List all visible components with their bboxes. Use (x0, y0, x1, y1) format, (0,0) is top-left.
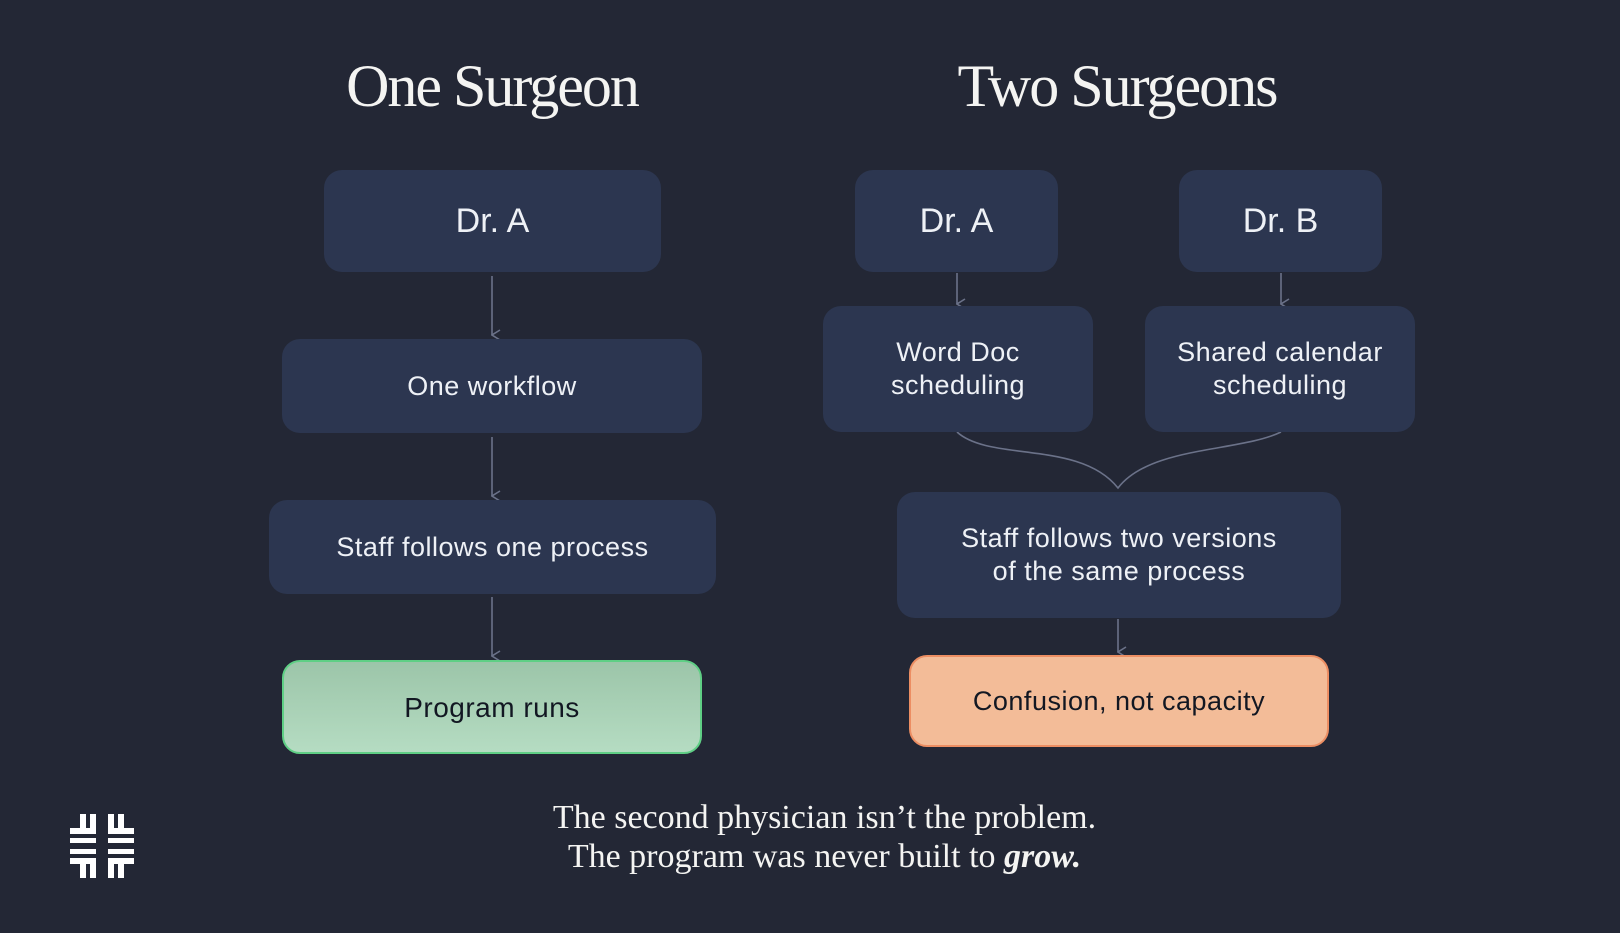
footer-line-2-text: The program was never built to (567, 838, 1005, 875)
shared-calendar-scheduling-box: Shared calendar scheduling (1145, 306, 1415, 432)
word-doc-line-1: Word Doc (896, 337, 1020, 367)
staff-two-versions-box: Staff follows two versions of the same p… (897, 492, 1341, 618)
left-doctor-a-box: Dr. A (324, 170, 661, 272)
confusion-not-capacity-box: Confusion, not capacity (909, 655, 1329, 747)
footer-statement: The second physician isn’t the problem. … (0, 798, 1620, 876)
footer-line-1: The second physician isn’t the problem. (552, 799, 1097, 836)
one-workflow-label: One workflow (407, 370, 577, 401)
staff-two-versions-line-1: Staff follows two versions (961, 523, 1277, 553)
program-runs-box: Program runs (282, 660, 702, 754)
two-surgeons-heading: Two Surgeons (957, 53, 1278, 119)
connector-merge (956, 431, 1282, 490)
footer-line-2: The program was never built to grow. (0, 837, 1620, 876)
left-doctor-a-label: Dr. A (455, 201, 530, 240)
right-doctor-a-label: Dr. A (919, 201, 994, 240)
one-surgeon-heading: One Surgeon (346, 53, 640, 119)
word-doc-scheduling-box: Word Doc scheduling (823, 306, 1093, 432)
one-workflow-box: One workflow (282, 339, 702, 433)
footer-emphasis-grow: grow. (1004, 838, 1082, 875)
right-doctor-a-box: Dr. A (855, 170, 1058, 272)
program-runs-label: Program runs (404, 691, 580, 723)
right-doctor-b-box: Dr. B (1179, 170, 1382, 272)
staff-two-versions-line-2: of the same process (992, 556, 1246, 586)
shared-calendar-line-2: scheduling (1212, 370, 1348, 400)
cross-logo-icon (70, 814, 134, 878)
confusion-not-capacity-label: Confusion, not capacity (972, 685, 1266, 716)
staff-one-process-box: Staff follows one process (269, 500, 716, 594)
right-doctor-b-label: Dr. B (1242, 201, 1319, 240)
word-doc-line-2: scheduling (890, 370, 1026, 400)
staff-one-process-label: Staff follows one process (336, 531, 649, 562)
shared-calendar-line-1: Shared calendar (1177, 337, 1383, 367)
